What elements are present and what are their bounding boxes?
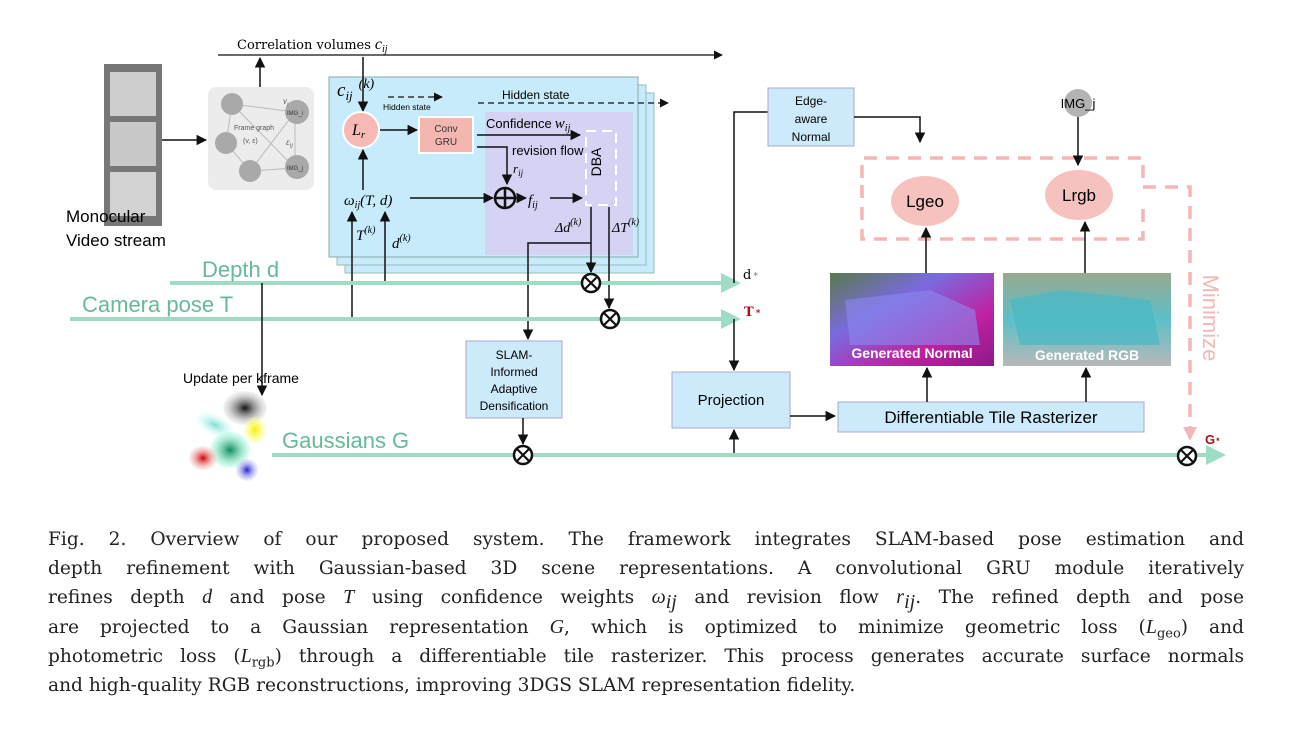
svg-text:IMG_i: IMG_i bbox=[287, 111, 303, 117]
svg-text:revision flow: revision flow bbox=[512, 143, 584, 158]
svg-text:vi: vi bbox=[283, 96, 289, 108]
svg-text:d*: d* bbox=[743, 268, 758, 283]
svg-text:(v, ε): (v, ε) bbox=[243, 138, 258, 145]
figure-caption: Fig. 2. Overview of our proposed system.… bbox=[48, 529, 1244, 696]
svg-text:Generated Normal: Generated Normal bbox=[851, 345, 972, 361]
lookup-operator bbox=[342, 111, 380, 149]
depth-label: Depth d bbox=[202, 257, 279, 282]
svg-text:IMG_j: IMG_j bbox=[287, 166, 303, 172]
svg-text:ωij(T, d): ωij(T, d) bbox=[344, 193, 392, 211]
hidden-state-label: Hidden state bbox=[502, 88, 570, 102]
svg-text:cij(k): cij(k) bbox=[337, 77, 375, 103]
svg-text:Lr: Lr bbox=[351, 122, 366, 141]
svg-text:Frame graph: Frame graph bbox=[234, 125, 274, 132]
update-per-kframe-label: Update per kframe bbox=[183, 370, 299, 386]
minimize-loop bbox=[860, 156, 1197, 441]
svg-text:Normal: Normal bbox=[792, 130, 831, 144]
svg-text:εij: εij bbox=[286, 137, 293, 149]
video-stream-filmstrip bbox=[104, 64, 162, 226]
svg-text:GRU: GRU bbox=[435, 137, 457, 148]
gaussians-label: Gaussians G bbox=[282, 428, 409, 453]
input-label: Video stream bbox=[66, 231, 166, 250]
svg-text:Conv: Conv bbox=[434, 124, 457, 135]
svg-text:DBA: DBA bbox=[588, 147, 604, 176]
geometric-loss bbox=[891, 176, 959, 226]
dba-box bbox=[585, 130, 617, 206]
svg-text:Informed: Informed bbox=[490, 365, 537, 379]
svg-text:rij: rij bbox=[513, 161, 524, 178]
svg-text:T*: T* bbox=[744, 305, 761, 320]
hidden-state-label: Hidden state bbox=[383, 102, 431, 112]
svg-text:aware: aware bbox=[795, 112, 828, 126]
svg-text:fij: fij bbox=[528, 193, 538, 211]
svg-text:ΔT(k): ΔT(k) bbox=[611, 217, 640, 236]
svg-text:Adaptive: Adaptive bbox=[491, 382, 538, 396]
sum-operator-icon bbox=[493, 186, 517, 210]
input-label: Monocular bbox=[66, 207, 146, 226]
frame-graph: Frame graph (v, ε) IMG_i IMG_j vi εij bbox=[208, 87, 314, 190]
svg-text:T(k): T(k) bbox=[356, 225, 376, 244]
svg-text:Lrgb: Lrgb bbox=[1062, 186, 1096, 205]
gaussians-illustration bbox=[189, 391, 267, 481]
edge-aware-normal-box bbox=[767, 87, 855, 147]
svg-text:SLAM-: SLAM- bbox=[496, 348, 533, 362]
svg-text:Differentiable Tile Rasterizer: Differentiable Tile Rasterizer bbox=[884, 408, 1098, 427]
svg-text:Densification: Densification bbox=[480, 399, 549, 413]
svg-text:Generated RGB: Generated RGB bbox=[1035, 347, 1139, 363]
update-operator-block bbox=[328, 76, 655, 274]
conv-gru-box bbox=[418, 116, 474, 154]
system-overview-diagram: Monocular Video stream Frame graph (v, ε… bbox=[66, 36, 1226, 481]
img-j-node bbox=[1064, 89, 1092, 117]
rasterizer-box bbox=[837, 401, 1145, 433]
svg-text:Δd(k): Δd(k) bbox=[554, 217, 582, 236]
svg-text:Lgeo: Lgeo bbox=[906, 192, 944, 211]
minimize-label: Minimize bbox=[1198, 275, 1223, 362]
pose-label: Camera pose T bbox=[82, 292, 233, 317]
photometric-loss bbox=[1045, 170, 1113, 220]
svg-text:G*: G* bbox=[1205, 432, 1220, 447]
svg-text:Edge-: Edge- bbox=[795, 94, 827, 108]
projection-box bbox=[671, 371, 791, 429]
slam-densification-box bbox=[465, 340, 563, 419]
svg-text:Projection: Projection bbox=[698, 392, 765, 409]
svg-text:IMG_j: IMG_j bbox=[1061, 96, 1096, 111]
svg-text:d(k): d(k) bbox=[392, 233, 411, 252]
